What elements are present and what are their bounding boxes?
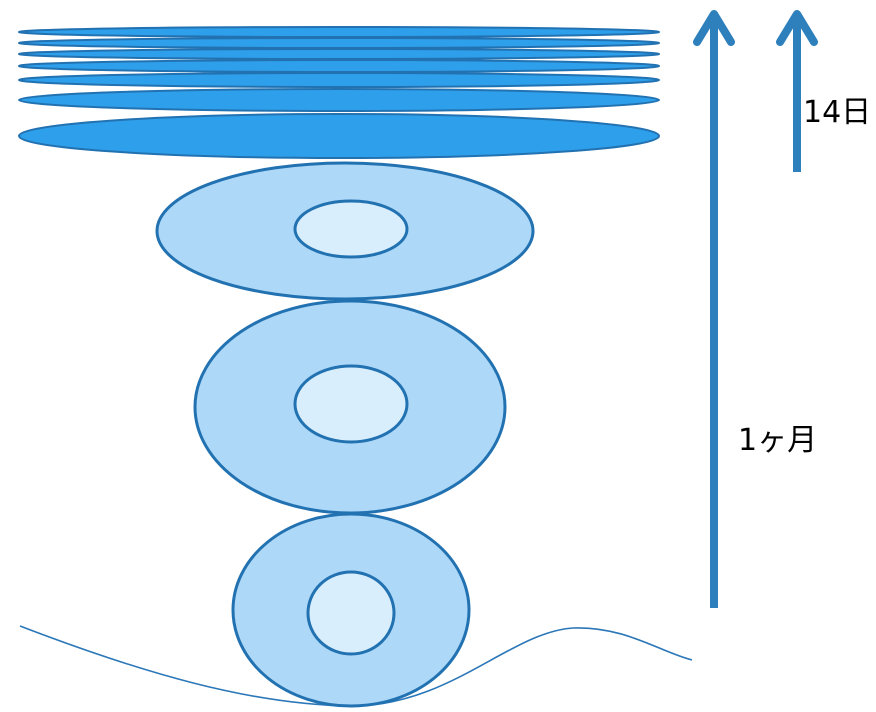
flattened-cell bbox=[18, 113, 660, 159]
basement-membrane-line bbox=[19, 625, 693, 707]
long-arrow-label: 1ヶ月 bbox=[738, 423, 818, 458]
cell-nucleus bbox=[306, 570, 396, 656]
flattened-cell bbox=[18, 72, 660, 88]
cell-nucleus bbox=[293, 199, 409, 259]
flattened-cell bbox=[18, 48, 660, 60]
arrow-up-icon bbox=[776, 10, 818, 172]
cell-nucleus bbox=[293, 364, 409, 444]
flattened-cell bbox=[18, 26, 660, 38]
flattened-cell bbox=[18, 59, 660, 73]
short-arrow-label: 14日 bbox=[803, 95, 872, 130]
flattened-cell bbox=[18, 37, 660, 49]
arrow-up-icon bbox=[693, 10, 735, 608]
cell-bottom bbox=[231, 512, 471, 708]
flattened-cell-layers bbox=[18, 26, 660, 159]
flattened-cell bbox=[18, 88, 660, 112]
cell-middle bbox=[193, 299, 507, 515]
cell-top bbox=[155, 161, 535, 301]
